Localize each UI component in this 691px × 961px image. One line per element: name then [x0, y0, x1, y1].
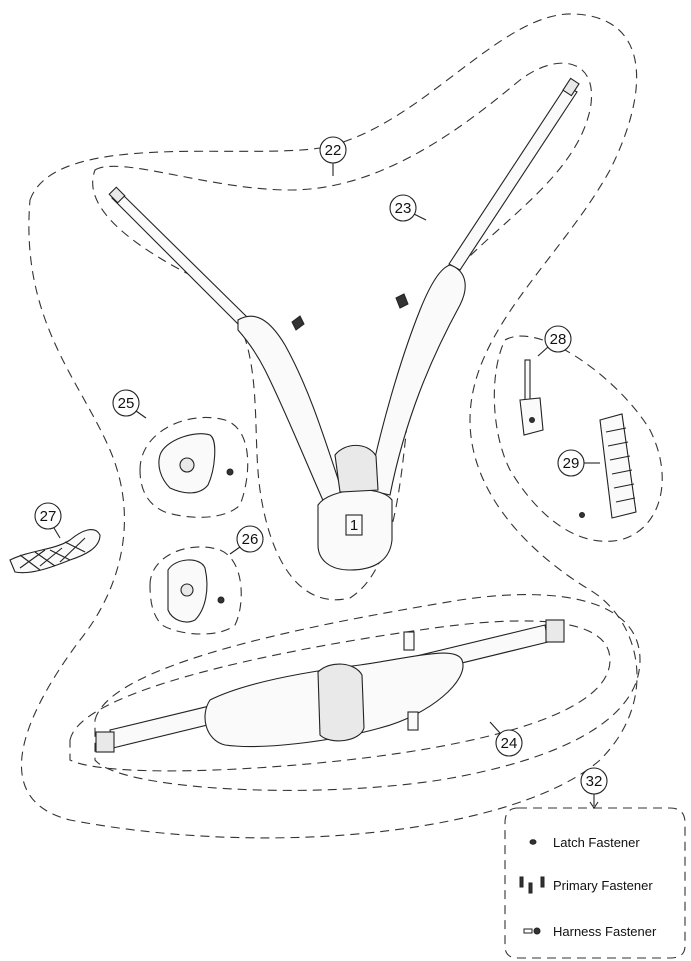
group-outline-24-inner — [69, 620, 611, 772]
lumbar-plate-hub — [179, 457, 195, 473]
plate-26 — [167, 559, 225, 623]
belt-right-buckle — [545, 619, 565, 643]
group-outline-24 — [94, 594, 641, 791]
callout-29: 29 — [557, 449, 600, 477]
bracket-28-screw — [529, 417, 535, 423]
right-rod — [448, 85, 578, 271]
group-outline-outer — [20, 13, 638, 839]
right-rod-cap — [562, 77, 580, 97]
fastener-legend: Latch Fastener Primary Fastener Harness … — [519, 835, 657, 939]
svg-text:29: 29 — [563, 455, 580, 472]
left-clip — [291, 315, 305, 331]
group-outline-25 — [139, 416, 249, 518]
svg-text:23: 23 — [395, 200, 412, 217]
latch-fastener-label: Latch Fastener — [553, 835, 640, 850]
svg-text:24: 24 — [501, 735, 518, 752]
left-rod-cap — [108, 186, 126, 204]
right-clip — [395, 293, 409, 309]
strip-29-teeth — [605, 427, 636, 503]
latch-fastener-row: Latch Fastener — [529, 835, 640, 850]
webbing-27-lines — [19, 537, 86, 571]
svg-text:25: 25 — [118, 395, 135, 412]
callout-25: 25 — [112, 389, 147, 419]
belt-strap-tab-top — [403, 631, 415, 651]
primary-fastener-label: Primary Fastener — [553, 878, 653, 893]
group-outline-22 — [92, 62, 593, 601]
lumbar-plate-screw — [226, 468, 234, 476]
left-rod — [111, 191, 249, 327]
svg-text:26: 26 — [242, 531, 259, 548]
webbing-27-body — [9, 529, 101, 574]
harness-fastener-label: Harness Fastener — [553, 924, 657, 939]
strip-29-screw — [579, 512, 585, 518]
svg-text:32: 32 — [586, 773, 603, 790]
lumbar-plate-25 — [158, 433, 234, 494]
callout-24: 24 — [489, 721, 523, 757]
back-frame-assembly: 1 — [108, 77, 580, 571]
center-hub-label: 1 — [350, 517, 358, 534]
svg-text:27: 27 — [40, 508, 57, 525]
svg-text:28: 28 — [550, 331, 567, 348]
callout-27: 27 — [34, 502, 62, 539]
center-hub-top — [334, 444, 379, 493]
belt-center-pad — [317, 663, 365, 742]
harness-fastener-row: Harness Fastener — [523, 924, 657, 939]
group-outline-26 — [149, 546, 242, 635]
strip-29 — [579, 413, 637, 519]
belt-left-buckle — [95, 731, 115, 753]
primary-fastener-row: Primary Fastener — [519, 876, 653, 894]
svg-text:22: 22 — [325, 142, 342, 159]
latch-fastener-icon — [529, 839, 537, 845]
callout-23: 23 — [389, 194, 427, 222]
left-arm — [237, 315, 346, 506]
callout-22: 22 — [319, 136, 347, 176]
bracket-28 — [519, 359, 544, 436]
bracket-28-body — [519, 397, 544, 436]
strip-29-body — [599, 413, 637, 519]
belt-strap-tab-bottom — [407, 711, 419, 731]
callout-26: 26 — [229, 525, 264, 555]
callout-32: 32 — [580, 767, 608, 809]
waist-belt-assembly — [95, 619, 565, 753]
webbing-27 — [9, 529, 101, 574]
plate-26-screw — [217, 596, 225, 604]
bracket-28-rail — [524, 359, 531, 401]
plate-26-hub — [180, 583, 194, 597]
right-arm — [367, 264, 466, 496]
callout-28: 28 — [537, 325, 572, 357]
group-outline-28-29 — [493, 335, 663, 542]
primary-fastener-icon — [519, 876, 545, 894]
group-outline-32 — [504, 807, 686, 959]
harness-fastener-icon — [523, 927, 541, 935]
center-hub-label-box — [345, 514, 363, 536]
